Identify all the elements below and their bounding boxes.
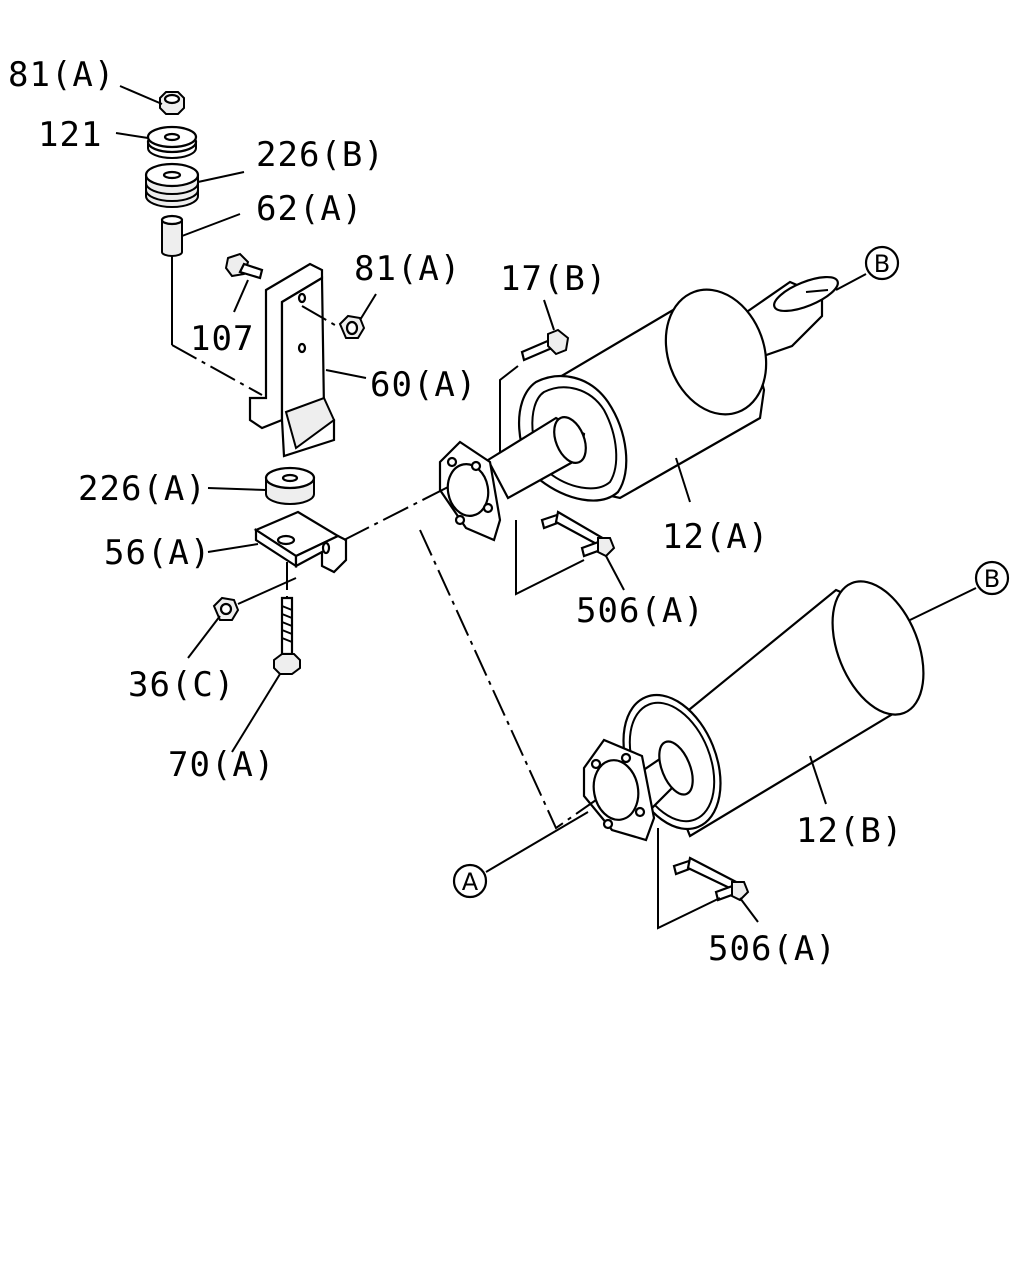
flange-to-ref-a-line bbox=[419, 529, 597, 830]
bolt-107-part bbox=[224, 252, 264, 280]
leader-lines bbox=[115, 85, 977, 923]
ref-b-upper-label: B bbox=[874, 250, 890, 278]
rubber-226a-part bbox=[264, 466, 316, 505]
label-bolt-17b: 17(B) bbox=[500, 259, 607, 299]
label-muffler-12b: 12(B) bbox=[796, 811, 903, 851]
nut-81a-mid-part bbox=[338, 314, 366, 339]
ref-a-label: A bbox=[462, 868, 479, 896]
stack-to-bracket-dash bbox=[171, 344, 263, 396]
label-bracket-60a: 60(A) bbox=[370, 365, 477, 405]
label-nut-36c: 36(C) bbox=[128, 665, 235, 705]
washer-121-part bbox=[146, 125, 198, 159]
bolt-506a-lower-part bbox=[672, 856, 750, 902]
label-rubber-226a: 226(A) bbox=[78, 469, 207, 509]
nut-81a-top-part bbox=[159, 91, 185, 115]
label-washer-121: 121 bbox=[38, 115, 102, 155]
nut-36c-part bbox=[212, 596, 240, 621]
collar-62a-part bbox=[160, 214, 184, 257]
nut-to-bracket-dash bbox=[301, 305, 341, 329]
label-bolt-70a: 70(A) bbox=[168, 745, 275, 785]
rubber-226b-part bbox=[144, 162, 200, 208]
label-muffler-12a: 12(A) bbox=[662, 517, 769, 557]
bolt-70a-part bbox=[273, 596, 301, 675]
muffler-12a-part bbox=[438, 275, 839, 542]
label-bolt-107: 107 bbox=[190, 319, 254, 359]
label-bolt-506a-upper: 506(A) bbox=[576, 591, 705, 631]
bolt-506a-upper-bracket bbox=[515, 520, 585, 596]
ref-a-marker: A bbox=[452, 863, 488, 899]
label-rubber-226b: 226(B) bbox=[256, 135, 385, 175]
bracket-56a-part bbox=[253, 510, 348, 574]
bolt-17b-part bbox=[520, 328, 570, 362]
bolt-506a-upper-part bbox=[540, 510, 616, 558]
label-collar-62a: 62(A) bbox=[256, 189, 363, 229]
bolt-17b-bracket-line bbox=[499, 365, 519, 452]
label-bolt-506a-lower: 506(A) bbox=[708, 929, 837, 969]
label-nut-81a-top: 81(A) bbox=[8, 55, 115, 95]
ref-b-upper-marker: B bbox=[864, 245, 900, 281]
muffler-12b-part bbox=[582, 580, 925, 842]
bolt-506a-lower-bracket bbox=[657, 828, 721, 930]
ref-b-lower-marker: B bbox=[974, 560, 1010, 596]
label-bracket-56a: 56(A) bbox=[104, 533, 211, 573]
ref-b-lower-label: B bbox=[984, 565, 1000, 593]
bracket-60a-part bbox=[248, 262, 336, 458]
label-nut-81a-mid: 81(A) bbox=[354, 249, 461, 289]
assembly-centerline bbox=[343, 485, 451, 541]
